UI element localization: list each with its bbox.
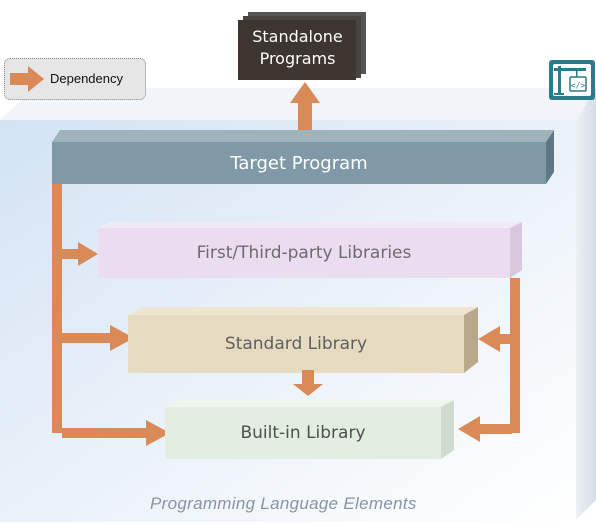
arrow-right-icon	[10, 66, 44, 92]
left-dependency-trunk	[52, 184, 170, 446]
code-crane-icon: </>	[549, 60, 595, 100]
target-program-label: Target Program	[230, 152, 368, 174]
arrow-target-to-standalone	[290, 82, 320, 132]
standard-library-node	[128, 307, 478, 373]
builtin-library-node	[165, 400, 454, 459]
right-dependency-trunk	[458, 278, 520, 442]
arrow-standard-to-builtin	[293, 370, 323, 396]
standalone-programs-label: Standalone Programs	[252, 27, 343, 68]
standard-library-label: Standard Library	[224, 334, 368, 354]
first-third-party-libraries-label: First/Third-party Libraries	[196, 243, 412, 263]
first-third-party-libraries-node	[98, 222, 522, 278]
legend-label: Dependency	[50, 71, 123, 86]
builtin-library-label: Built-in Library	[240, 423, 366, 443]
container-label: Programming Language Elements	[150, 494, 417, 513]
standalone-programs-node	[238, 12, 366, 80]
svg-text:</>: </>	[571, 81, 586, 90]
target-program-node	[52, 130, 554, 184]
